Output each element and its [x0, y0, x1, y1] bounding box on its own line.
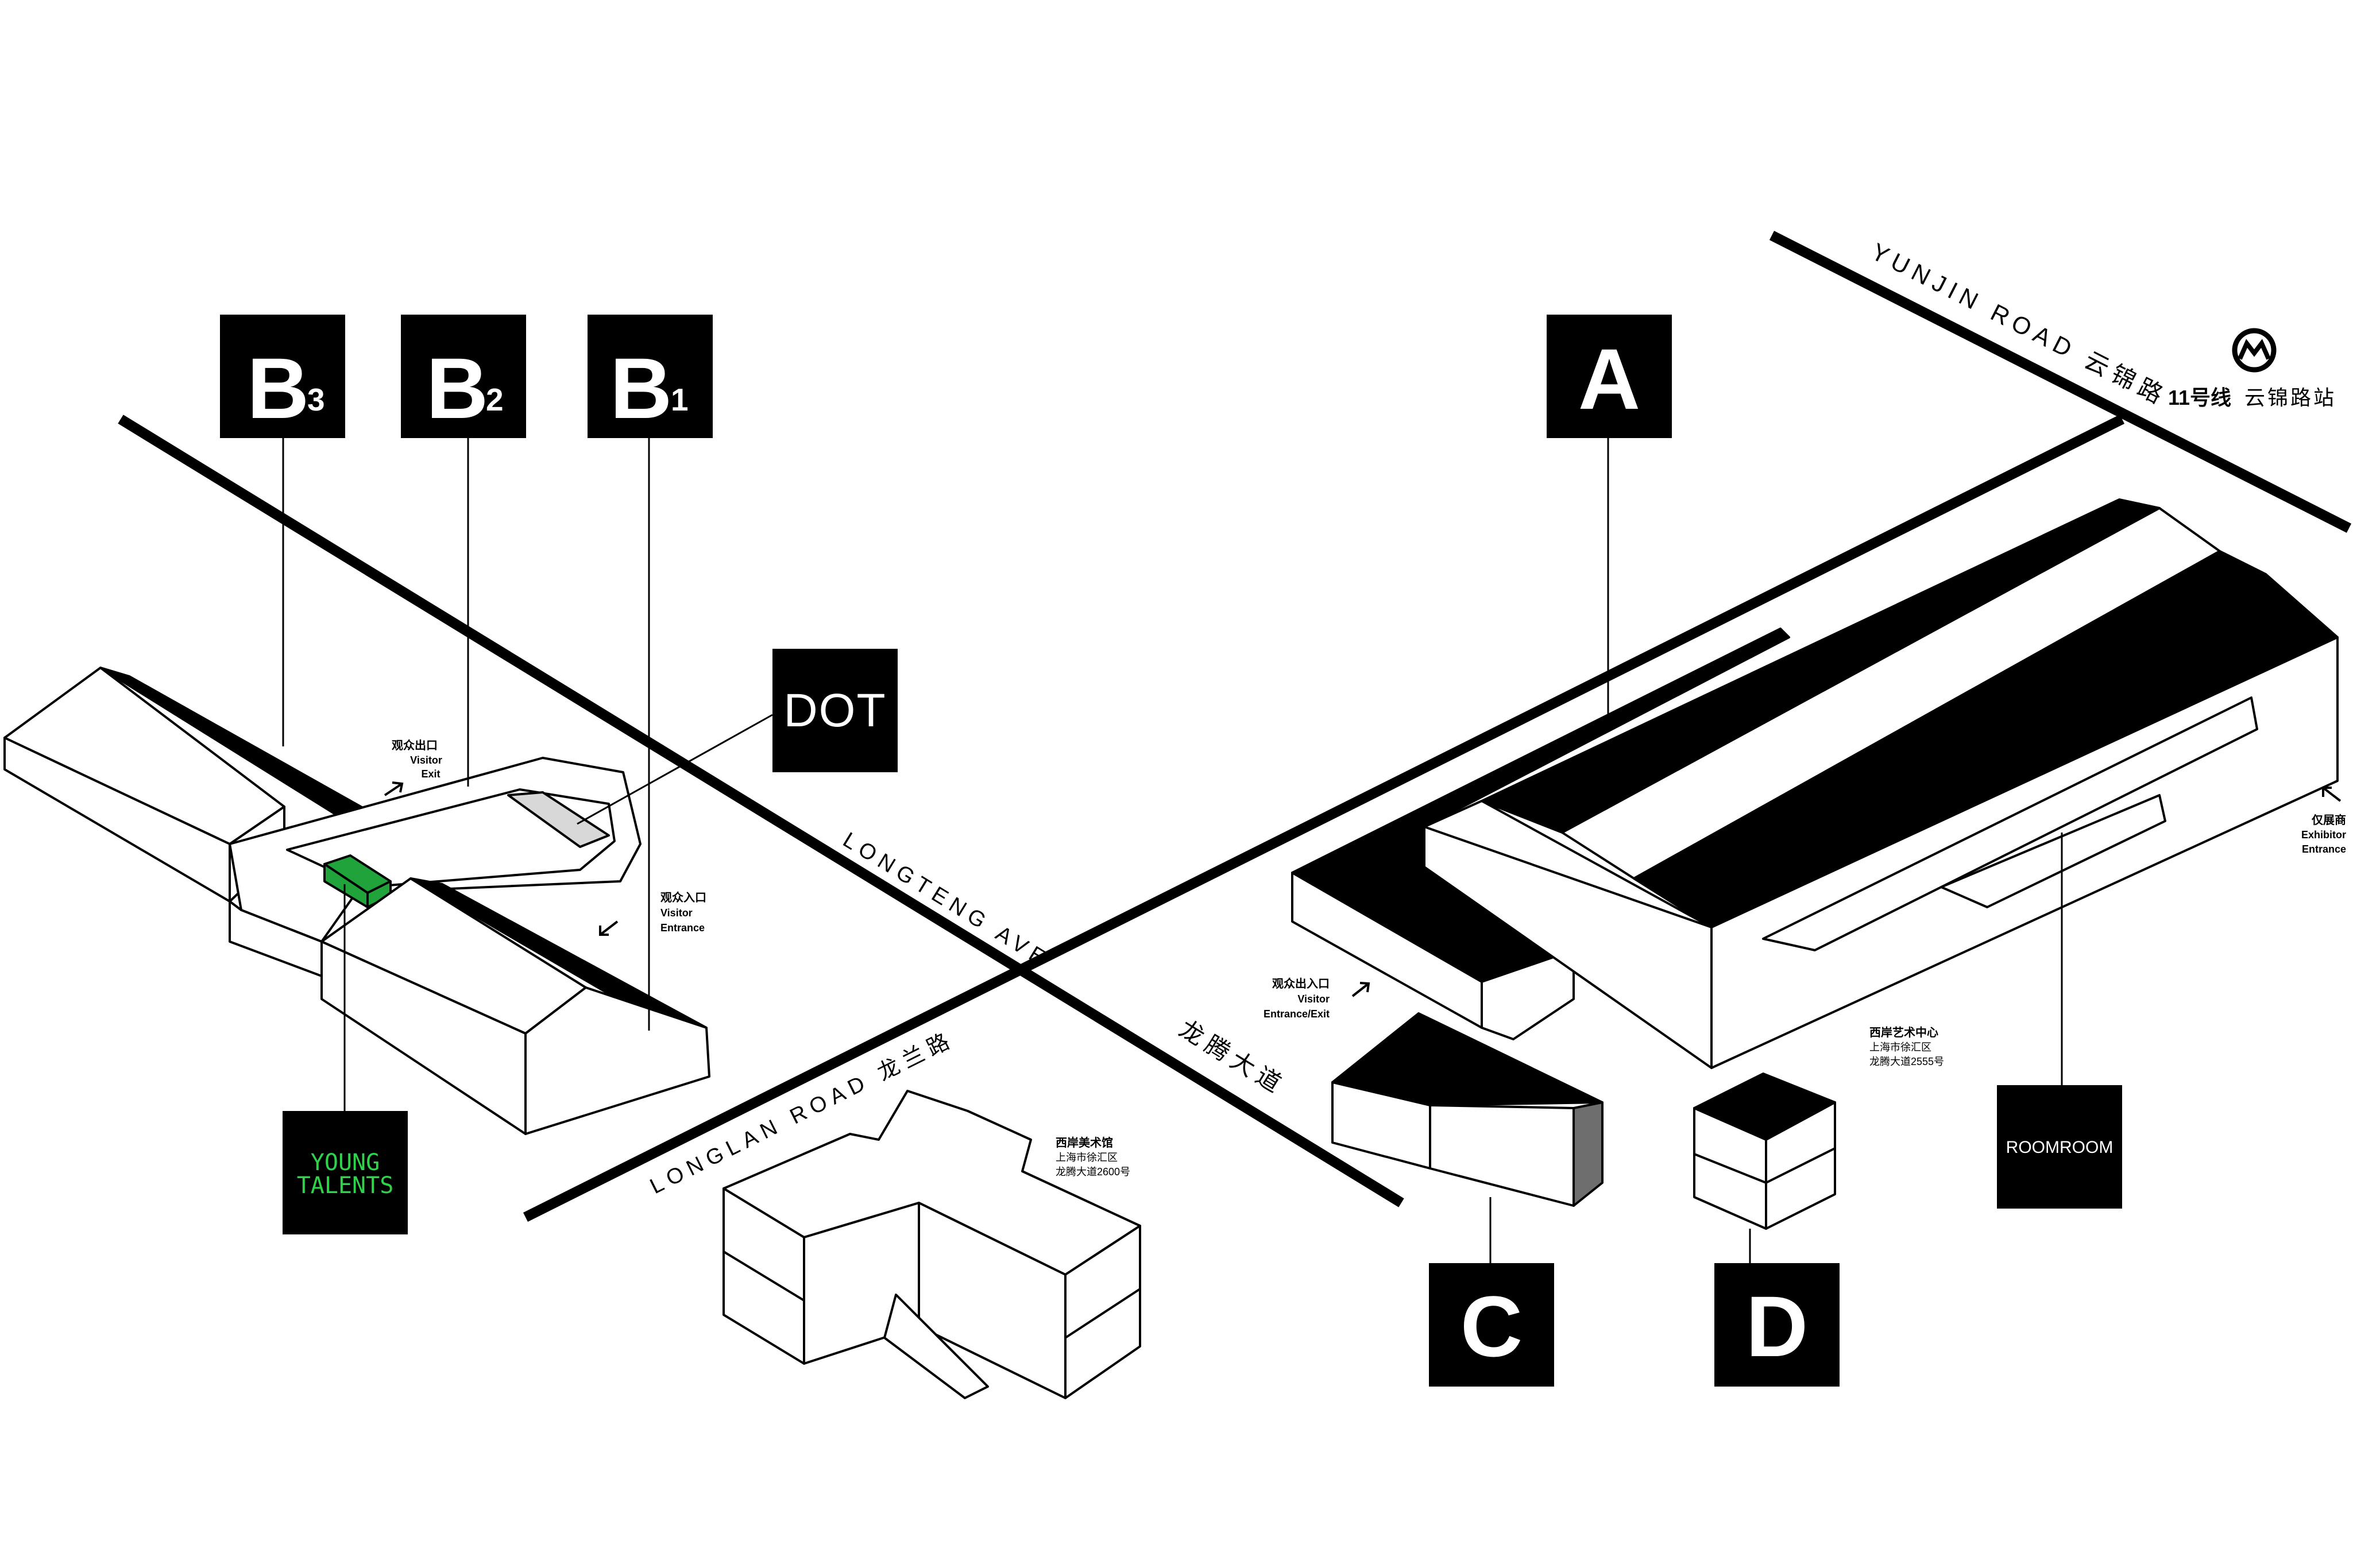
a-box	[1547, 315, 1672, 438]
d-floor-line-2	[1765, 1147, 1836, 1184]
venue-label-b1[interactable]: B 1	[588, 315, 713, 438]
longlan-road-line	[523, 414, 2125, 1222]
d-floor-line	[1694, 1153, 1767, 1184]
b-visitor-exit-note: 观众出口 Visitor Exit	[384, 739, 442, 796]
a-visitor-entrance-exit-note: 观众出入口 Visitor Entrance/Exit	[1264, 977, 1370, 1020]
c-box	[1429, 1263, 1554, 1387]
dot-leader	[577, 714, 773, 825]
b1-letter: B	[610, 340, 672, 436]
building-c[interactable]	[1331, 1012, 1604, 1207]
roads	[118, 230, 2352, 1222]
museum-east-end	[1064, 1225, 1141, 1399]
west-bund-museum-address: 西岸美术馆 上海市徐汇区 龙腾大道2600号	[1056, 1136, 1130, 1178]
b2-box	[401, 315, 526, 438]
a-entrance-arrow-icon	[1351, 982, 1370, 997]
a-entrance-zh: 观众出入口	[1272, 977, 1330, 990]
longteng-ave-label: LONGTENG AVE	[839, 828, 1054, 973]
venue-label-a[interactable]: A	[1547, 315, 1672, 438]
d-box	[1714, 1263, 1840, 1387]
c-wall-end	[1572, 1101, 1604, 1207]
exhibitor-arrow-icon	[2322, 787, 2342, 802]
section-roomroom[interactable]: ROOMROOM	[1997, 1085, 2122, 1209]
b3-box	[220, 315, 345, 438]
a-letter: A	[1578, 331, 1640, 427]
d-letter: D	[1746, 1278, 1808, 1375]
b-corridor-gray-wall	[507, 791, 610, 848]
metro-station-label: 云锦路站	[2244, 386, 2336, 409]
dot-box	[772, 649, 898, 772]
b2-subscript: 2	[486, 382, 504, 417]
b-exit-en-2: Exit	[421, 768, 440, 780]
young-talents-line-2: TALENTS	[297, 1172, 394, 1199]
venue-label-c[interactable]: C	[1429, 1263, 1554, 1387]
b-exit-en-1: Visitor	[410, 754, 442, 766]
exhibitor-en-1: Exhibitor	[2301, 829, 2346, 841]
exhibitor-en-2: Entrance	[2302, 843, 2346, 855]
b3-letter: B	[247, 340, 309, 436]
b-entrance-en-1: Visitor	[660, 907, 693, 919]
venue-label-b3[interactable]: B 3	[220, 315, 345, 438]
art-center-street: 龙腾大道2555号	[1869, 1056, 1944, 1067]
a-canopy-lower	[1940, 794, 2166, 908]
exhibitor-zh: 仅展商	[2312, 813, 2346, 827]
b3-subscript: 3	[307, 382, 325, 417]
b-exit-arrow-icon	[384, 781, 404, 796]
yunjin-road-line	[1769, 230, 2352, 533]
museum-street: 龙腾大道2600号	[1056, 1166, 1130, 1178]
section-young-talents[interactable]: YOUNG TALENTS	[283, 1111, 408, 1234]
b-visitor-entrance-note: 观众入口 Visitor Entrance	[599, 891, 706, 936]
roomroom-text: ROOMROOM	[2006, 1138, 2114, 1157]
museum-floor-1	[722, 1250, 805, 1302]
dot-logo-text: DOT	[783, 684, 886, 737]
building-b-complex[interactable]	[3, 667, 710, 1135]
roomroom-box	[1997, 1085, 2122, 1209]
b2-letter: B	[426, 340, 488, 436]
b1-subscript: 1	[671, 382, 689, 417]
a-entrance-en-2: Entrance/Exit	[1264, 1008, 1330, 1020]
exhibitor-entrance-note: 仅展商 Exhibitor Entrance	[2301, 787, 2346, 855]
c-wall-right	[1429, 1104, 1575, 1207]
young-talents-box	[283, 1111, 408, 1234]
leader-lines	[282, 438, 2063, 1263]
metro-station[interactable]: 11号线 云锦路站	[2168, 328, 2336, 409]
museum-floor-2	[1064, 1288, 1141, 1339]
c-letter: C	[1461, 1278, 1523, 1375]
longteng-ave-zh-label: 龙腾大道	[1174, 1015, 1291, 1101]
building-d[interactable]	[1693, 1073, 1836, 1230]
museum-ramp	[883, 1294, 989, 1399]
building-a[interactable]	[1291, 498, 2339, 1069]
yunjin-road-label: YUNJIN ROAD 云锦路	[1867, 238, 2172, 411]
metro-line-label: 11号线	[2168, 386, 2231, 409]
a-canopy	[1762, 696, 2258, 951]
a-entrance-en-1: Visitor	[1297, 993, 1330, 1005]
longteng-ave-line	[118, 415, 1404, 1207]
b-entrance-zh: 观众入口	[660, 891, 706, 904]
b1-gable	[524, 986, 710, 1135]
venue-label-b2[interactable]: B 2	[401, 315, 526, 438]
section-dot[interactable]: DOT	[772, 649, 898, 772]
young-talents-line-1: YOUNG	[311, 1149, 380, 1176]
west-bund-museum	[722, 1090, 1141, 1399]
a-main-roof-dark-2	[1633, 550, 2339, 928]
shanghai-metro-icon	[2232, 328, 2277, 373]
b1-box	[588, 315, 713, 438]
museum-name: 西岸美术馆	[1056, 1136, 1113, 1149]
b-entrance-en-2: Entrance	[660, 922, 705, 934]
west-bund-art-center-address: 西岸艺术中心 上海市徐汇区 龙腾大道2555号	[1869, 1025, 1944, 1067]
art-center-district: 上海市徐汇区	[1869, 1042, 1931, 1053]
art-center-name: 西岸艺术中心	[1869, 1025, 1938, 1039]
b-entrance-arrow-icon	[599, 920, 619, 936]
museum-district: 上海市徐汇区	[1056, 1152, 1118, 1163]
venue-label-d[interactable]: D	[1714, 1263, 1840, 1387]
b-exit-zh: 观众出口	[392, 739, 438, 752]
